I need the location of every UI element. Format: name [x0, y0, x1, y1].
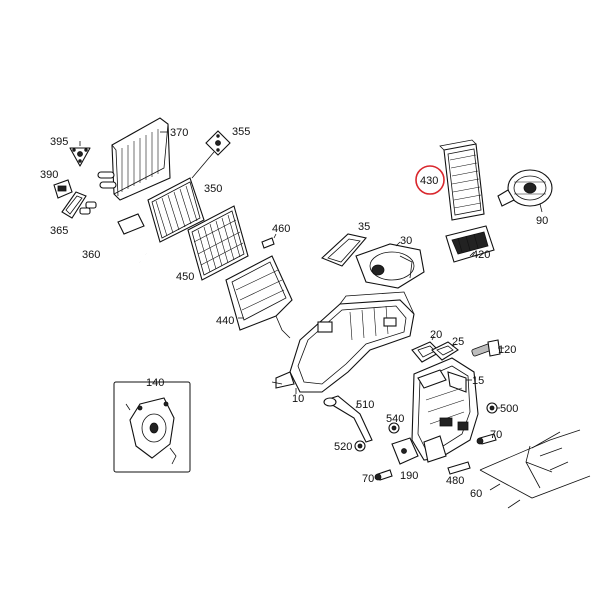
- label-540: 540: [386, 413, 404, 425]
- part-370-heater-core[interactable]: [97, 117, 171, 201]
- label-70-left: 70: [362, 473, 374, 485]
- label-420: 420: [472, 249, 490, 261]
- label-480: 480: [446, 475, 464, 487]
- part-190-actuator[interactable]: [391, 437, 419, 465]
- label-10: 10: [292, 393, 304, 405]
- label-35: 35: [358, 221, 370, 233]
- part-395-clip-plate[interactable]: [69, 141, 91, 167]
- label-365: 365: [50, 225, 68, 237]
- label-90: 90: [536, 215, 548, 227]
- label-120: 120: [498, 344, 516, 356]
- part-355-clip-plate[interactable]: [191, 130, 231, 179]
- label-60: 60: [470, 488, 482, 500]
- part-30-blower-housing[interactable]: [355, 241, 425, 289]
- part-120-connector[interactable]: [471, 339, 504, 357]
- label-30: 30: [400, 235, 412, 247]
- label-520: 520: [334, 441, 352, 453]
- label-20: 20: [430, 329, 442, 341]
- part-430-cabin-filter[interactable]: [439, 139, 485, 221]
- part-140-inset[interactable]: [113, 381, 191, 473]
- part-35-seal[interactable]: [320, 233, 368, 267]
- label-360: 360: [82, 249, 100, 261]
- part-500-screw[interactable]: [486, 402, 500, 414]
- part-365-seal[interactable]: [61, 191, 87, 219]
- label-440: 440: [216, 315, 234, 327]
- label-430: 430: [420, 175, 438, 187]
- part-60-vehicle-section: [479, 429, 591, 509]
- part-460-pin[interactable]: [261, 233, 277, 249]
- label-390: 390: [40, 169, 58, 181]
- part-90-blower-motor[interactable]: [497, 169, 553, 213]
- highlight-ring-430: [415, 165, 445, 195]
- part-540-grommet[interactable]: [388, 422, 400, 434]
- part-350-evaporator-core[interactable]: [147, 177, 205, 243]
- label-510: 510: [356, 399, 374, 411]
- label-500: 500: [500, 403, 518, 415]
- label-15: 15: [472, 375, 484, 387]
- label-25: 25: [452, 336, 464, 348]
- part-70-screw-right[interactable]: [476, 433, 497, 445]
- part-440-frame[interactable]: [225, 255, 293, 339]
- part-360-pipes[interactable]: [79, 201, 147, 263]
- part-70-screw-left[interactable]: [374, 469, 393, 481]
- part-520-screw[interactable]: [354, 440, 366, 452]
- part-390-bracket[interactable]: [53, 179, 73, 199]
- part-25-gasket[interactable]: [431, 341, 459, 361]
- label-370: 370: [170, 127, 188, 139]
- part-480-clip[interactable]: [447, 461, 471, 475]
- part-420-module[interactable]: [445, 225, 495, 263]
- label-355: 355: [232, 126, 250, 138]
- label-350: 350: [204, 183, 222, 195]
- label-140: 140: [146, 377, 164, 389]
- label-450: 450: [176, 271, 194, 283]
- label-395: 395: [50, 136, 68, 148]
- label-190: 190: [400, 470, 418, 482]
- label-460: 460: [272, 223, 290, 235]
- part-510-duct[interactable]: [323, 395, 373, 443]
- callout-labels: 395 370 355 390 350 365 360 460 450 440 …: [40, 126, 548, 500]
- part-10-hvac-housing[interactable]: [271, 291, 415, 394]
- part-450-core[interactable]: [187, 205, 249, 281]
- label-70-right: 70: [490, 429, 502, 441]
- part-15-distribution-housing[interactable]: [411, 357, 479, 463]
